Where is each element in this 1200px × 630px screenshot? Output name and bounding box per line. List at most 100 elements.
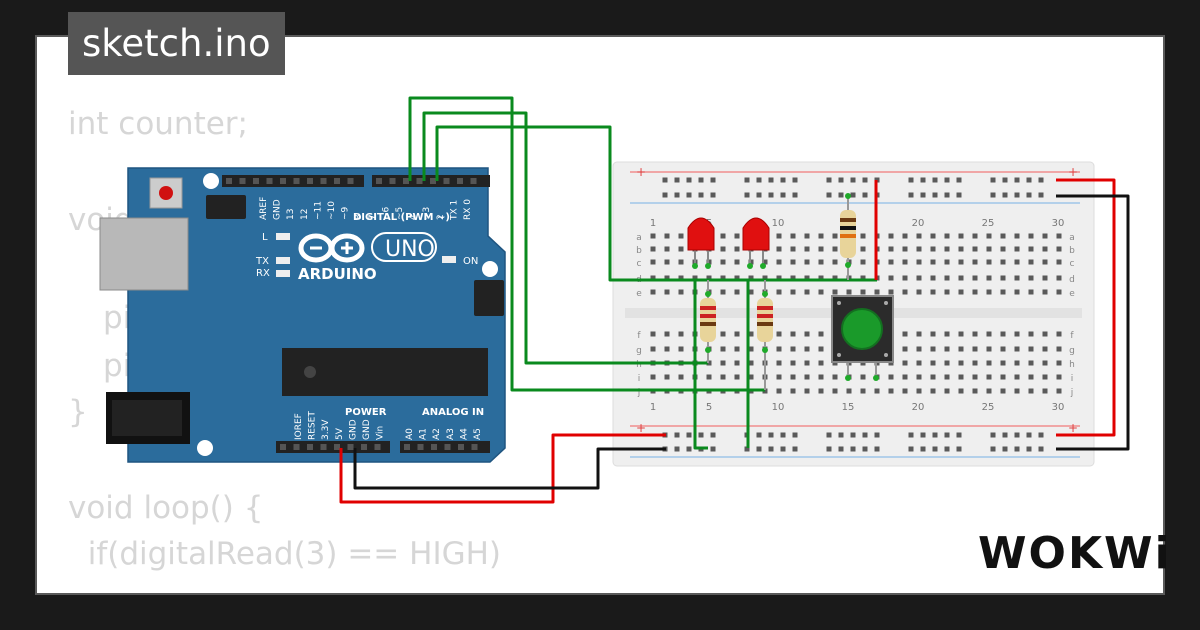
breadboard-hole	[734, 246, 740, 252]
rail-hole	[956, 177, 962, 183]
header-pin[interactable]	[307, 444, 313, 450]
code-line-6: }	[68, 394, 88, 430]
breadboard-hole	[1056, 388, 1062, 394]
breadboard-hole	[818, 259, 824, 265]
col-num: 25	[982, 402, 995, 413]
code-line-8: if(digitalRead(3) == HIGH)	[68, 536, 502, 572]
header-pin[interactable]	[431, 444, 437, 450]
rail-hole	[1038, 177, 1044, 183]
breadboard-hole	[1014, 331, 1020, 337]
header-pin[interactable]	[430, 178, 436, 184]
analog-label: ANALOG IN	[422, 407, 484, 418]
breadboard-hole	[972, 233, 978, 239]
header-pin[interactable]	[347, 178, 354, 184]
pin-label: GND	[348, 419, 358, 440]
header-pin[interactable]	[376, 178, 382, 184]
rail-plus-br: +	[1068, 421, 1078, 435]
wire-red-rail	[1056, 178, 1116, 437]
breadboard-hole	[902, 275, 908, 281]
breadboard-hole	[888, 259, 894, 265]
header-pin[interactable]	[374, 444, 381, 450]
header-pin[interactable]	[280, 178, 286, 184]
header-pin[interactable]	[280, 444, 286, 450]
header-pin[interactable]	[389, 178, 396, 184]
header-pin[interactable]	[226, 178, 232, 184]
breadboard-hole	[790, 275, 796, 281]
breadboard-hole	[650, 331, 656, 337]
pin-label: ~10	[327, 201, 337, 220]
breadboard-hole	[804, 289, 810, 295]
pin-label: A2	[432, 428, 442, 440]
breadboard-hole	[734, 275, 740, 281]
header-pin[interactable]	[443, 178, 450, 184]
rail-hole	[756, 446, 762, 452]
header-pin[interactable]	[266, 178, 273, 184]
header-pin[interactable]	[253, 178, 259, 184]
breadboard-hole	[790, 289, 796, 295]
breadboard-hole	[958, 233, 964, 239]
header-pin[interactable]	[470, 178, 477, 184]
breadboard-hole	[664, 331, 670, 337]
rail-hole	[1038, 192, 1044, 198]
breadboard-row-letters-right: a b c d e f g h i j	[1069, 233, 1075, 398]
header-pin[interactable]	[471, 444, 478, 450]
rail-hole	[1002, 177, 1008, 183]
row-letter: h	[1069, 360, 1075, 370]
rail-hole	[698, 432, 704, 438]
header-pin[interactable]	[293, 178, 300, 184]
led-l	[276, 233, 290, 240]
atmega-chip	[282, 348, 488, 396]
breadboard-hole	[762, 259, 768, 265]
push-button[interactable]	[831, 295, 894, 381]
header-pin[interactable]	[444, 444, 451, 450]
resistor-3[interactable]	[840, 193, 856, 280]
breadboard-hole	[748, 289, 754, 295]
header-pin[interactable]	[320, 444, 327, 450]
breadboard-hole	[1028, 233, 1034, 239]
pin-label: 13	[286, 209, 296, 220]
header-pin[interactable]	[347, 444, 354, 450]
header-pin[interactable]	[334, 178, 340, 184]
header-pin[interactable]	[416, 178, 423, 184]
rail-hole	[756, 432, 762, 438]
breadboard-hole	[902, 331, 908, 337]
led-on	[442, 256, 456, 263]
header-pin[interactable]	[361, 444, 367, 450]
breadboard-hole	[832, 289, 838, 295]
breadboard-hole	[944, 374, 950, 380]
led-red-1[interactable]	[687, 217, 715, 269]
header-pin[interactable]	[417, 444, 424, 450]
wire-green-pin5	[408, 96, 765, 392]
header-pin[interactable]	[403, 178, 409, 184]
rail-hole	[744, 192, 750, 198]
rail-hole	[932, 192, 938, 198]
breadboard-hole	[720, 246, 726, 252]
header-pin[interactable]	[239, 178, 246, 184]
breadboard-hole	[972, 374, 978, 380]
breadboard-hole	[706, 374, 712, 380]
header-pin[interactable]	[307, 178, 313, 184]
breadboard-hole	[734, 374, 740, 380]
breadboard-hole	[916, 388, 922, 394]
breadboard-hole	[650, 346, 656, 352]
breadboard-hole	[818, 246, 824, 252]
rail-hole	[850, 432, 856, 438]
header-pin[interactable]	[334, 444, 340, 450]
breadboard-hole	[1056, 346, 1062, 352]
header-pin[interactable]	[320, 178, 327, 184]
wire-red-5v	[339, 433, 666, 504]
breadboard-hole	[650, 233, 656, 239]
led-red-2[interactable]	[742, 217, 770, 269]
resistor-2[interactable]	[757, 280, 773, 390]
header-pin[interactable]	[404, 444, 410, 450]
breadboard-hole	[944, 388, 950, 394]
header-pin[interactable]	[458, 444, 464, 450]
row-letter: f	[1070, 331, 1074, 341]
col-num: 15	[842, 402, 855, 413]
header-pin[interactable]	[457, 178, 463, 184]
resistor-1[interactable]	[700, 280, 716, 363]
rail-hole	[792, 446, 798, 452]
header-pin[interactable]	[293, 444, 300, 450]
rail-hole	[710, 177, 716, 183]
